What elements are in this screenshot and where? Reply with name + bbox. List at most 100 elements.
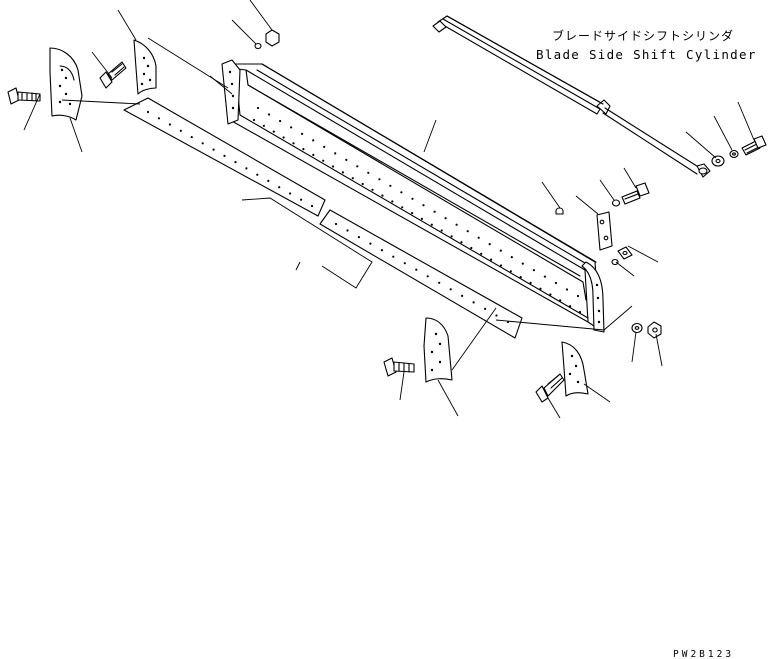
bolt-hole <box>371 188 374 191</box>
bolt-hole <box>440 229 443 232</box>
bolt-hole <box>322 159 325 162</box>
bolt-hole <box>466 230 469 233</box>
bolt-hole <box>252 118 256 122</box>
bolt-hole <box>267 113 271 116</box>
bolt-hole <box>212 148 215 151</box>
bolt-hole <box>460 241 463 244</box>
bolt-hole <box>331 165 335 168</box>
bolt-hole <box>179 129 182 132</box>
bolt-hole <box>461 294 464 297</box>
bolt-hole <box>300 198 303 201</box>
bolt-hole <box>292 142 295 145</box>
bolt-hole <box>490 258 493 261</box>
bolt-hole <box>415 268 418 271</box>
bolt-hole <box>312 139 315 142</box>
moldboard-holes <box>252 106 582 314</box>
cutting-edge-left <box>123 97 326 217</box>
bolt-hole <box>223 154 226 157</box>
bolt-hole <box>578 310 582 314</box>
cylinder-end-hardware <box>711 135 767 167</box>
bolt-hole <box>539 287 542 290</box>
bolt-hole <box>282 136 285 139</box>
bolt-hole <box>392 255 395 258</box>
bolt-hole <box>345 158 348 161</box>
cutting-edge-right <box>319 209 523 339</box>
bolt-hole <box>554 281 558 285</box>
end-bit-lower-middle <box>423 317 453 383</box>
bolt-hole <box>289 192 292 195</box>
bolt-hole <box>378 178 381 181</box>
bolt-hole <box>444 217 447 220</box>
bolt-hole <box>565 288 569 291</box>
bolt-hole <box>484 307 487 310</box>
bolt-hole <box>323 145 326 148</box>
bolt-hole <box>389 184 392 187</box>
bolt-hole <box>168 123 171 126</box>
bolt-hole <box>351 177 354 180</box>
bolt-hole <box>472 301 475 304</box>
bolt-hole <box>449 288 452 291</box>
bolt-hole <box>529 281 532 284</box>
bolt-hole <box>438 281 441 284</box>
bolt-hole <box>245 167 248 170</box>
bolt-hole <box>510 256 513 259</box>
bolt-hole <box>422 204 425 207</box>
leader-lines <box>23 0 755 419</box>
cylinder-label-jp: ブレードサイドシフトシリンダ <box>552 28 734 43</box>
bolt-hole <box>450 235 453 238</box>
end-bit-lower-right <box>561 341 589 397</box>
bolt-hole <box>519 276 522 279</box>
bolt-hole <box>190 136 193 139</box>
bolt-hole <box>146 110 150 114</box>
bolt-hole <box>367 171 370 174</box>
bolt-hole <box>477 236 480 239</box>
bolt-hole <box>400 191 403 194</box>
bolt-hole <box>201 142 204 145</box>
bolt-hole <box>495 314 498 317</box>
end-bit-top-left <box>49 47 83 121</box>
cutting-edge-holes <box>146 110 510 324</box>
bolt-hole <box>157 117 160 120</box>
cylinder-label-en: Blade Side Shift Cylinder <box>536 47 757 62</box>
bolt-hole <box>301 132 304 135</box>
moldboard <box>221 59 605 333</box>
bolt-hole <box>234 161 237 164</box>
bolt-hole <box>569 305 572 308</box>
bolt-hole <box>346 229 349 232</box>
bolt-hole <box>559 299 562 302</box>
bolt-hole <box>369 242 372 245</box>
bolt-hole <box>356 165 359 168</box>
bolt-hole <box>455 223 458 226</box>
bolt-hole <box>403 262 406 265</box>
bolt-hole <box>357 236 360 239</box>
end-bit-top-middle <box>133 39 157 95</box>
bolt-hole <box>310 204 314 208</box>
bolt-hole <box>256 173 259 176</box>
bolt-hole <box>381 194 384 197</box>
side-shift-cylinder <box>432 15 711 178</box>
bolts <box>7 29 565 403</box>
bolt-hole <box>341 171 344 174</box>
bolt-hole <box>411 197 414 200</box>
bolt-hole <box>401 206 404 209</box>
bolt-hole <box>278 186 281 189</box>
bolt-hole <box>576 294 580 298</box>
bolt-hole <box>470 246 473 250</box>
bolt-hole <box>334 152 337 155</box>
bolt-hole <box>312 153 315 156</box>
bolt-hole <box>499 249 502 252</box>
bolt-hole <box>267 179 270 182</box>
bolt-hole <box>411 212 414 215</box>
bolt-hole <box>334 222 338 226</box>
bolt-hole <box>420 217 423 220</box>
bolt-hole <box>302 148 305 151</box>
bolt-hole <box>361 182 364 186</box>
bolt-hole <box>391 200 394 203</box>
bolt-hole <box>380 249 383 252</box>
bracket-hardware <box>555 182 662 339</box>
bolt-hole <box>290 126 293 129</box>
bolt-hole <box>543 275 547 278</box>
bolt-hole <box>549 293 552 296</box>
bolt-hole <box>430 223 433 226</box>
